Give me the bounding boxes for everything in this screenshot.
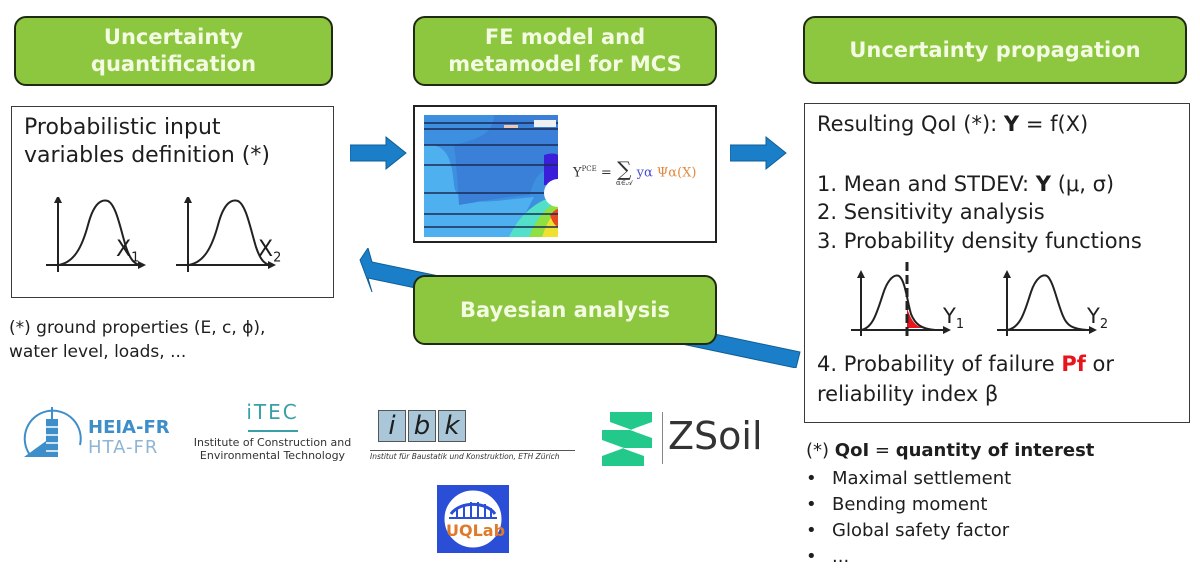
fe-model-panel: YPCE = ∑ α∈𝒜 yα Ψα(X) xyxy=(413,105,717,243)
arrow-right-1-shape xyxy=(350,135,407,171)
output-item-sensitivity: 2. Sensitivity analysis xyxy=(817,200,1045,224)
y2-y-axis-arrowhead xyxy=(1003,270,1011,278)
uqlab-label: UQLab xyxy=(446,521,506,540)
ibk-letter-box: i xyxy=(378,410,406,442)
x1-label: X1 xyxy=(116,237,140,266)
x2-y-axis-arrowhead xyxy=(184,197,192,203)
itec-line2: Environmental Technology xyxy=(199,449,346,462)
input-variables-panel: Probabilistic input variables definition… xyxy=(11,106,334,298)
itec-logo: iTEC Institute of Construction and Envir… xyxy=(190,400,355,470)
y1-y-axis-arrowhead xyxy=(857,270,865,278)
heia-line2: HTA-FR xyxy=(88,437,159,458)
formula-coefficient: yα xyxy=(636,165,653,181)
heia-line1: HEIA-FR xyxy=(88,417,170,438)
itec-line1: Institute of Construction and xyxy=(193,436,352,449)
pdf-y2-plot xyxy=(997,270,1097,336)
heia-fr-logo: HEIA-FR HTA-FR xyxy=(20,405,190,465)
y2-label: Y2 xyxy=(1087,304,1109,333)
ibk-letter-box: b xyxy=(408,410,436,442)
ibk-caption: Institut für Baustatik und Konstruktion,… xyxy=(370,452,560,461)
fe-contour-dark xyxy=(454,115,558,205)
output-item-mean-stdev: 1. Mean and STDEV: Y (μ, σ) xyxy=(817,172,1115,196)
fe-header-line1: FE model and xyxy=(484,25,646,49)
formula-sup: PCE xyxy=(581,165,597,174)
input-panel-title-line1: Probabilistic input xyxy=(24,115,221,140)
uqlab-emblem xyxy=(443,489,503,549)
heia-building-icon xyxy=(23,407,82,457)
zsoil-logo: ZSoil xyxy=(596,408,776,468)
x2-x-axis-arrowhead xyxy=(268,261,276,269)
y1-label: Y1 xyxy=(943,304,965,333)
qoi-bullet: •Global safety factor xyxy=(806,520,1010,541)
uncertainty-propagation-panel: Resulting QoI (*): Y = f(X) 1. Mean and … xyxy=(804,103,1190,423)
x2-density-curve xyxy=(187,199,271,266)
fe-load-marks-2 xyxy=(534,120,556,127)
x2-label: X2 xyxy=(258,237,282,266)
uncertainty-propagation-header: Uncertainty propagation xyxy=(803,16,1187,84)
qoi-bullet-list: •Maximal settlement •Bending moment •Glo… xyxy=(806,466,1011,570)
fe-contour-purple xyxy=(544,153,558,185)
y1-failure-region xyxy=(907,308,923,328)
formula-lhs: Y xyxy=(573,165,582,181)
fe-header-line2: metamodel for MCS xyxy=(448,52,682,76)
formula-sum: ∑ xyxy=(617,157,632,181)
ibk-letter-box: k xyxy=(438,410,466,442)
qoi-bullet: •Maximal settlement xyxy=(806,468,1012,489)
arrow-right-1 xyxy=(350,135,407,171)
y1-x-axis-arrowhead xyxy=(943,326,951,334)
zsoil-divider xyxy=(662,412,663,464)
arrow-right-2 xyxy=(730,135,787,171)
uncertainty-quantification-header: Uncertainty quantification xyxy=(14,16,333,86)
input-panel-title-line2: variables definition (*) xyxy=(24,143,270,168)
uq-header-line2: quantification xyxy=(90,52,257,76)
zsoil-label: ZSoil xyxy=(668,414,763,458)
output-item-pdf: 3. Probability density functions xyxy=(817,229,1142,253)
pdf-x1-plot xyxy=(46,197,146,272)
y1-density-curve xyxy=(860,274,936,331)
qoi-bullet: •... xyxy=(806,546,850,567)
formula-basis: Ψα(X) xyxy=(656,165,697,181)
fe-excavation-hole xyxy=(544,179,558,207)
uqlab-logo: UQLab xyxy=(437,485,509,553)
qoi-note-title: (*) QoI = quantity of interest xyxy=(806,440,1095,461)
fe-mesh-image xyxy=(424,115,558,237)
bayes-label: Bayesian analysis xyxy=(460,297,670,322)
formula-eq: = xyxy=(600,165,612,181)
ibk-logo: i b k Institut für Baustatik und Konstru… xyxy=(370,410,585,465)
output-title: Resulting QoI (*): Y = f(X) xyxy=(817,112,1089,136)
input-note-line2: water level, loads, ... xyxy=(9,342,187,362)
x1-density-curve xyxy=(57,199,141,266)
pce-formula: YPCE = ∑ α∈𝒜 yα Ψα(X) xyxy=(573,159,696,187)
y2-x-axis-arrowhead xyxy=(1089,326,1097,334)
output-item-failure-line2: reliability index β xyxy=(817,382,999,406)
input-note-line1: (*) ground properties (E, c, ϕ), xyxy=(9,318,266,338)
pdf-x2-plot xyxy=(176,197,276,272)
itec-divider xyxy=(247,430,298,432)
fe-model-header: FE model and metamodel for MCS xyxy=(413,16,717,86)
zsoil-z-icon xyxy=(602,412,652,466)
uq-header-line1: Uncertainty xyxy=(103,25,244,49)
x1-y-axis-arrowhead xyxy=(54,197,62,203)
up-header-label: Uncertainty propagation xyxy=(849,37,1141,62)
pdf-y1-plot xyxy=(851,262,951,338)
formula-sum-index: α∈𝒜 xyxy=(615,179,633,187)
qoi-bullet: •Bending moment xyxy=(806,494,988,515)
itec-title: iTEC xyxy=(246,400,299,424)
arrow-right-2-shape xyxy=(730,135,787,171)
bayesian-analysis-box: Bayesian analysis xyxy=(413,275,717,345)
x1-x-axis-arrowhead xyxy=(138,261,146,269)
ibk-divider xyxy=(370,450,575,451)
pf-highlight: Pf xyxy=(1061,352,1086,376)
y2-density-curve xyxy=(1006,274,1088,331)
fe-load-marks-1 xyxy=(504,125,518,128)
output-item-failure: 4. Probability of failure Pf or xyxy=(817,352,1115,376)
